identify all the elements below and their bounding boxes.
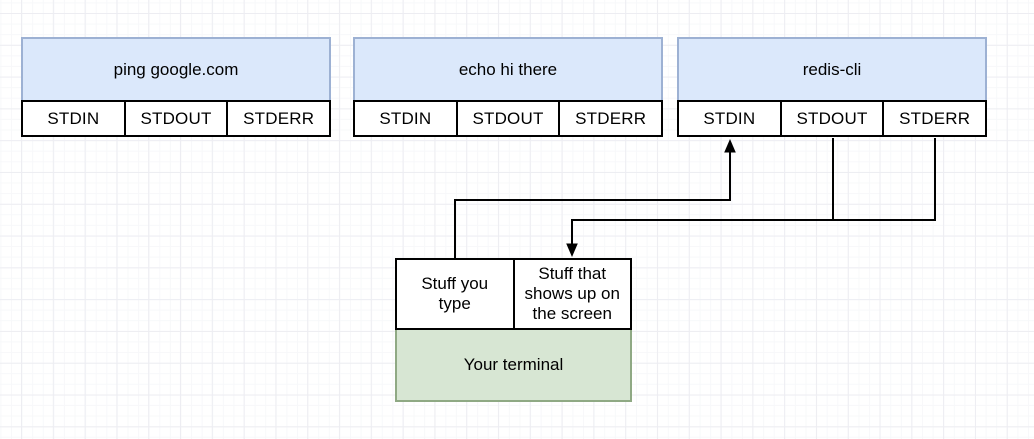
port-cell-stderr: STDERR: [884, 100, 988, 137]
ports-row: STDIN STDOUT STDERR: [353, 100, 664, 137]
arrowhead-down-terminal-output: [566, 243, 578, 257]
port-cell-stdout: STDOUT: [457, 100, 561, 137]
terminal-box: Your terminal: [395, 330, 632, 402]
port-cell-stdout: STDOUT: [125, 100, 229, 137]
ports-row: STDIN STDOUT STDERR: [21, 100, 332, 137]
terminal-output-cell: Stuff that shows up on the screen: [514, 258, 632, 330]
process-title: echo hi there: [353, 37, 663, 100]
terminal-input-cell: Stuff you type: [395, 258, 515, 330]
port-cell-stdin: STDIN: [353, 100, 458, 137]
port-cell-stdin: STDIN: [677, 100, 782, 137]
process-title: ping google.com: [21, 37, 331, 100]
process-box-redis-cli: redis-cli STDIN STDOUT STDERR: [677, 37, 988, 137]
process-box-ping-google: ping google.com STDIN STDOUT STDERR: [21, 37, 332, 137]
arrowhead-up-stdin: [724, 139, 736, 153]
process-title-label: ping google.com: [113, 59, 239, 79]
process-title-label: redis-cli: [802, 59, 862, 79]
terminal-io-row: Stuff you type Stuff that shows up on th…: [395, 258, 632, 330]
port-cell-stderr: STDERR: [560, 100, 664, 137]
process-title: redis-cli: [677, 37, 987, 100]
port-cell-stdin: STDIN: [21, 100, 126, 137]
terminal-title-label: Your terminal: [463, 355, 564, 374]
terminal-output-label: Stuff that shows up on the screen: [524, 264, 620, 323]
port-cell-stdout: STDOUT: [781, 100, 885, 137]
arrow-terminal-input-to-stdin: [454, 152, 731, 258]
arrow-stdout-stderr-to-terminal-output: [571, 138, 936, 244]
process-box-echo-hi-there: echo hi there STDIN STDOUT STDERR: [353, 37, 664, 137]
port-cell-stderr: STDERR: [228, 100, 332, 137]
process-title-label: echo hi there: [458, 59, 558, 79]
terminal-input-label: Stuff you type: [421, 274, 489, 313]
ports-row: STDIN STDOUT STDERR: [677, 100, 988, 137]
